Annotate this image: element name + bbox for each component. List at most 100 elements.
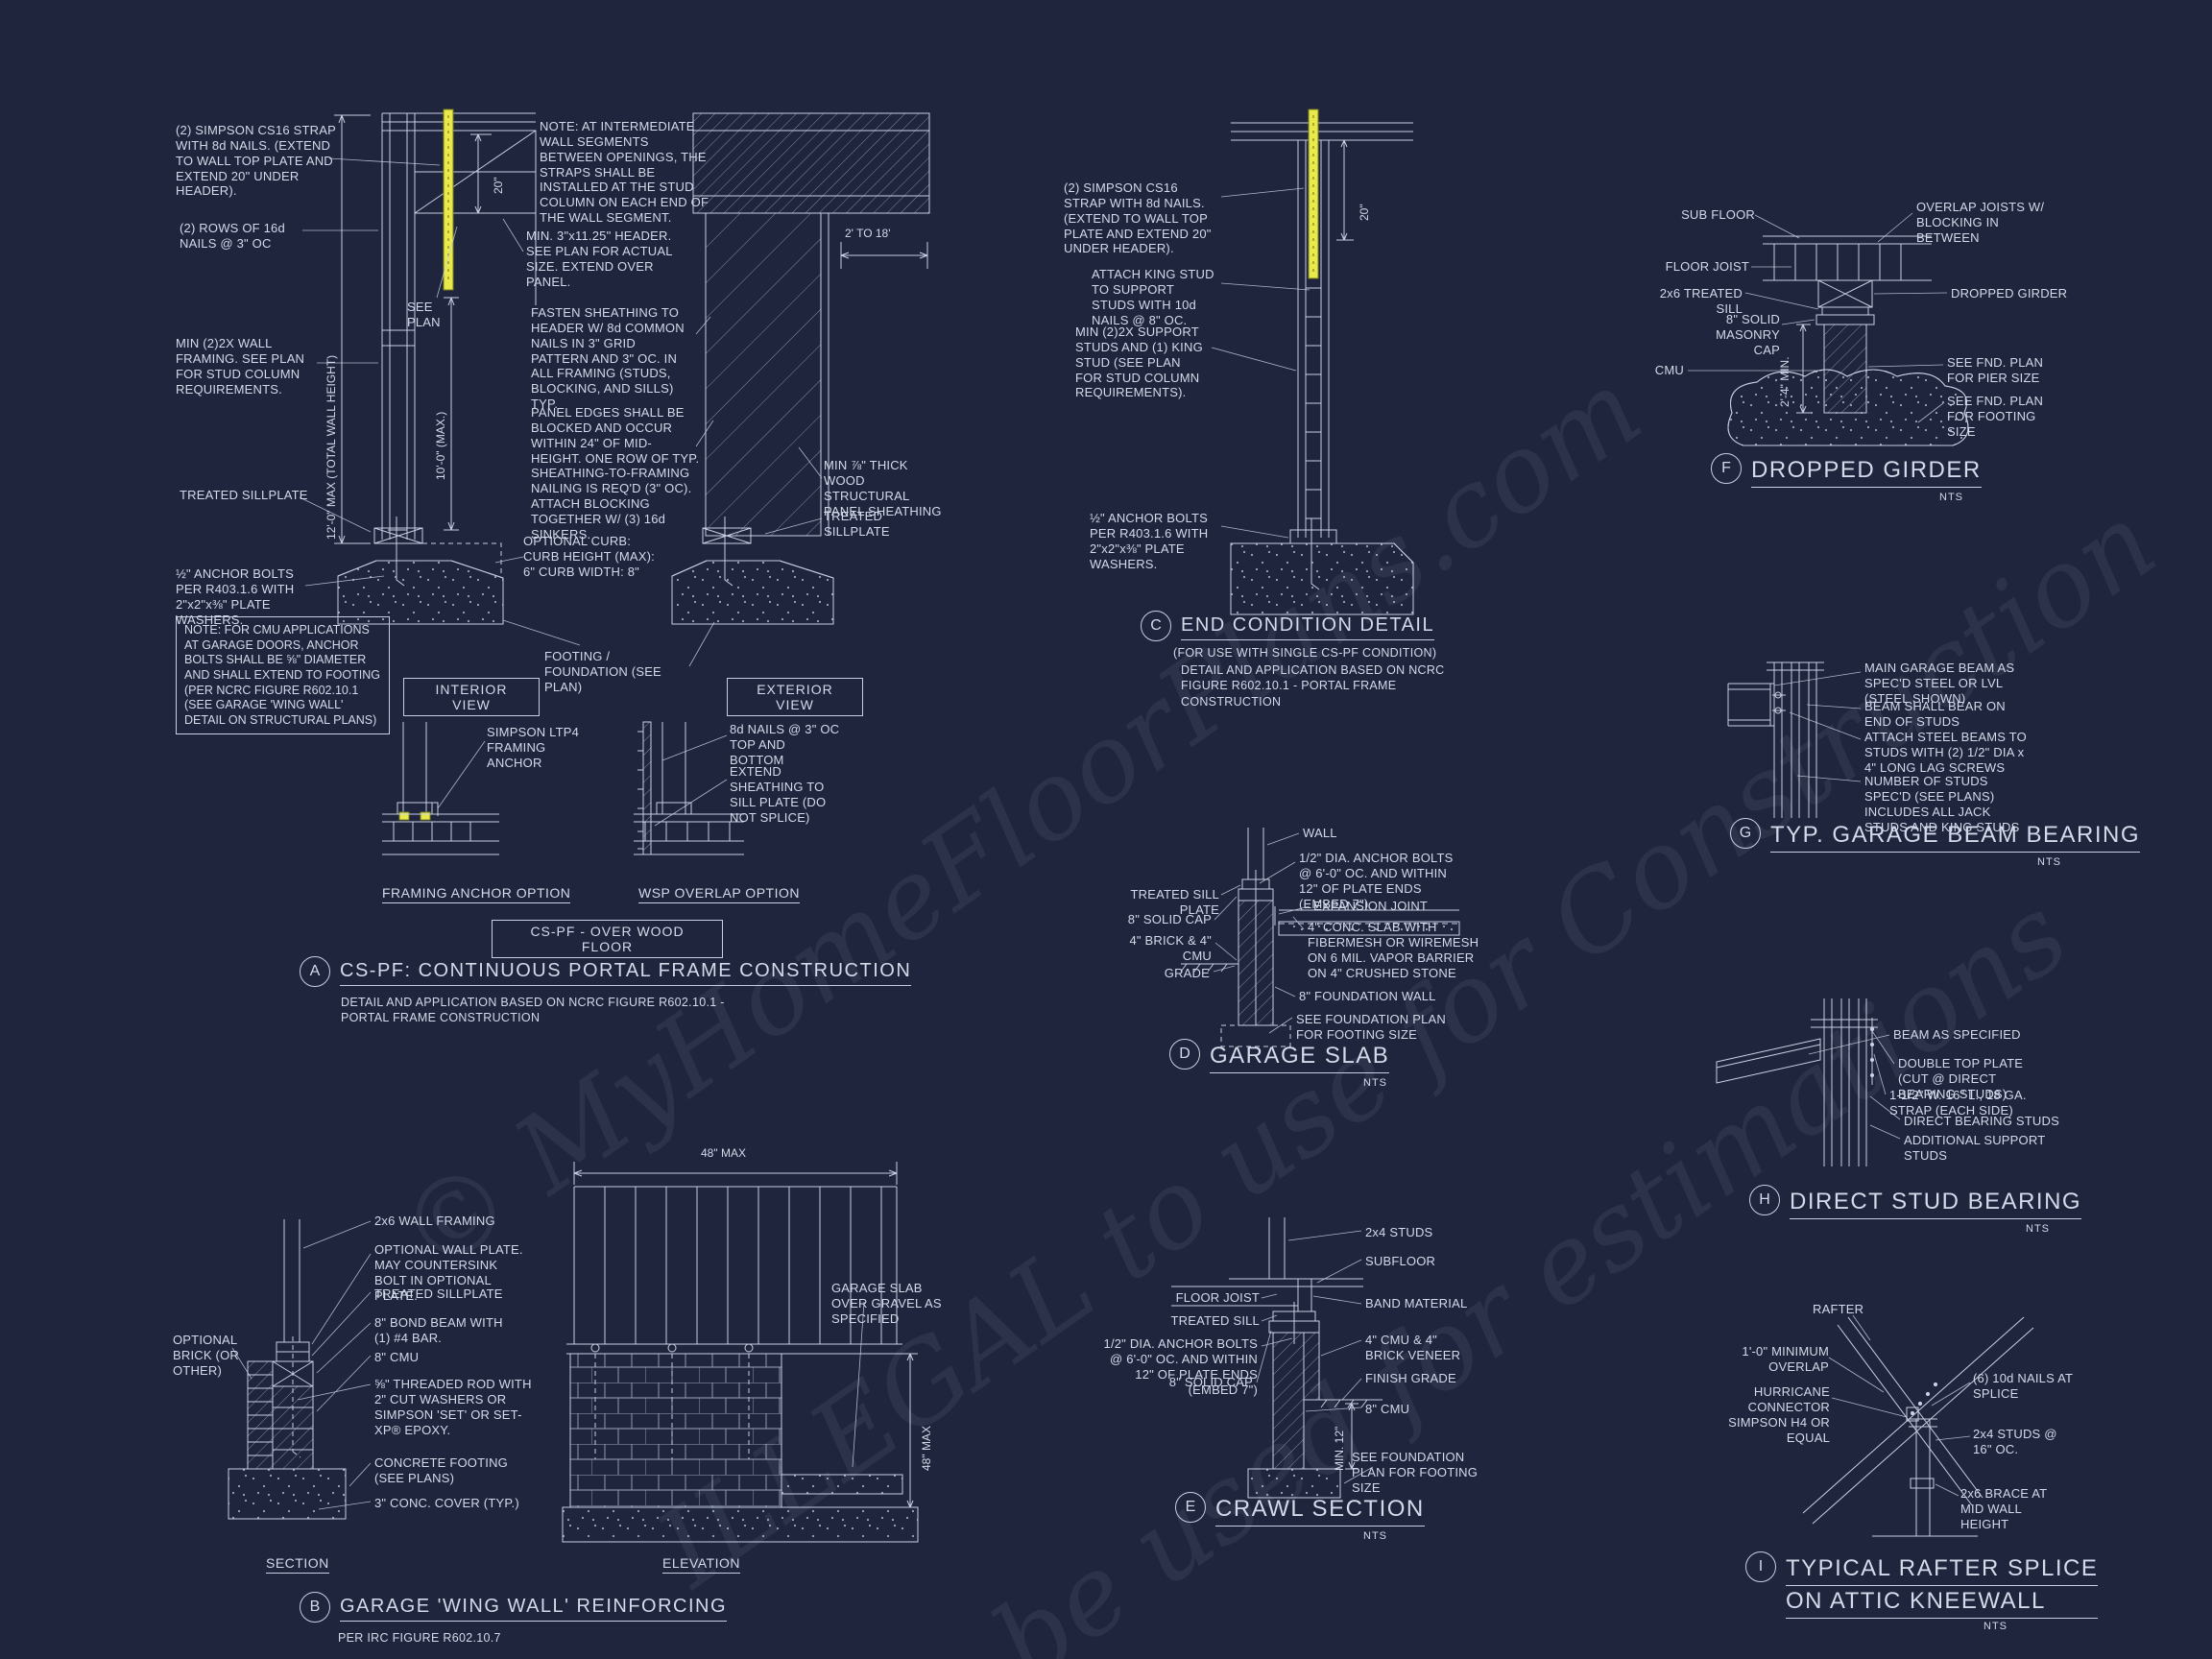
label-a-wsp-overlap-option: WSP OVERLAP OPTION: [638, 885, 800, 903]
label-f-overlap-joists: OVERLAP JOISTS W/ BLOCKING IN BETWEEN: [1916, 200, 2045, 245]
label-b-bond-beam: 8" BOND BEAM WITH (1) #4 BAR.: [374, 1315, 503, 1345]
label-h-strap: 1-1/2" W. 16" L., 18 GA. STRAP (EACH SID…: [1889, 1088, 2027, 1118]
label-c-king-stud: ATTACH KING STUD TO SUPPORT STUDS WITH 1…: [1092, 267, 1214, 327]
detail-i-title: I TYPICAL RAFTER SPLICE ON ATTIC KNEEWAL…: [1745, 1551, 2099, 1619]
detail-b-title: B GARAGE 'WING WALL' REINFORCING: [300, 1592, 728, 1623]
drawing-d-garage-slab: [1180, 828, 1460, 1047]
label-h-bearing-studs: DIRECT BEARING STUDS: [1904, 1114, 2059, 1128]
label-a-fasten-sheathing: FASTEN SHEATHING TO HEADER W/ 8d COMMON …: [531, 305, 685, 412]
label-d-expansion-joint: EXPANSION JOINT: [1313, 899, 1429, 913]
label-g-beam-bear: BEAM SHALL BEAR ON END OF STUDS: [1864, 699, 2006, 729]
detail-b-letter: B: [300, 1592, 330, 1623]
detail-g-scale: NTS: [2037, 856, 2061, 868]
detail-c-subtitle2: DETAIL AND APPLICATION BASED ON NCRC FIG…: [1181, 663, 1445, 709]
label-g-main-beam: MAIN GARAGE BEAM AS SPEC'D STEEL OR LVL …: [1864, 661, 2015, 706]
detail-a-title-text: CS-PF: CONTINUOUS PORTAL FRAME CONSTRUCT…: [340, 960, 912, 986]
dim-b-height-max: 48" MAX: [920, 1426, 933, 1471]
detail-d-title: D GARAGE SLAB: [1169, 1039, 1390, 1073]
dim-f-pier-height: 2'-4" MIN.: [1778, 356, 1791, 407]
detail-g-title-text: TYP. GARAGE BEAM BEARING: [1770, 822, 2140, 853]
label-a-see-plan: SEE PLAN: [407, 300, 441, 329]
label-i-brace: 2x6 BRACE AT MID WALL HEIGHT: [1960, 1486, 2048, 1531]
detail-g-title: G TYP. GARAGE BEAM BEARING: [1730, 818, 2140, 853]
label-a-extend-sheathing: EXTEND SHEATHING TO SILL PLATE (DO NOT S…: [730, 764, 827, 825]
label-d-footing-plan: SEE FOUNDATION PLAN FOR FOOTING SIZE: [1296, 1012, 1446, 1042]
drawing-e-crawl-section: [1171, 1217, 1382, 1499]
dim-c-strap-extend: 20": [1358, 204, 1371, 221]
label-d-solid-cap: 8" SOLID CAP: [1127, 912, 1212, 926]
label-b-wall-framing: 2x6 WALL FRAMING: [374, 1214, 495, 1228]
label-g-stud-count: NUMBER OF STUDS SPEC'D (SEE PLANS) INCLU…: [1864, 774, 2020, 834]
detail-c-title-text: END CONDITION DETAIL: [1181, 614, 1435, 640]
detail-c-subtitle1: (FOR USE WITH SINGLE CS-PF CONDITION): [1173, 646, 1437, 660]
label-e-treated-sill: TREATED SILL: [1170, 1313, 1260, 1328]
detail-h-title-text: DIRECT STUD BEARING: [1790, 1189, 2082, 1219]
label-e-footing-plan: SEE FOUNDATION PLAN FOR FOOTING SIZE: [1352, 1450, 1479, 1495]
label-f-cmu: CMU: [1654, 363, 1684, 377]
dim-a-opening-width: 2' TO 18': [845, 227, 891, 240]
detail-i-letter: I: [1745, 1551, 1776, 1582]
label-b-concrete-footing: CONCRETE FOOTING (SEE PLANS): [374, 1455, 508, 1485]
label-e-subfloor: SUBFLOOR: [1365, 1254, 1436, 1268]
label-f-treated-sill: 2x6 TREATED SILL: [1659, 286, 1743, 316]
detail-d-title-text: GARAGE SLAB: [1210, 1043, 1390, 1073]
dim-b-width-max: 48" MAX: [701, 1146, 746, 1160]
label-i-rafter: RAFTER: [1813, 1302, 1864, 1316]
label-a-interior-view: INTERIOR VIEW: [403, 678, 540, 716]
label-i-studs: 2x4 STUDS @ 16" OC.: [1973, 1427, 2057, 1456]
label-b-garage-slab: GARAGE SLAB OVER GRAVEL AS SPECIFIED: [831, 1281, 942, 1326]
label-f-pier-size: SEE FND. PLAN FOR PIER SIZE: [1947, 355, 2044, 385]
label-a-panel-edges: PANEL EDGES SHALL BE BLOCKED AND OCCUR W…: [531, 405, 700, 541]
note-a-cmu: NOTE: FOR CMU APPLICATIONS AT GARAGE DOO…: [176, 616, 390, 735]
label-b-cmu: 8" CMU: [374, 1350, 420, 1364]
detail-i-title-line1: TYPICAL RAFTER SPLICE: [1786, 1555, 2099, 1586]
drawing-c-end-condition: [1230, 108, 1414, 615]
label-h-double-top-plate: DOUBLE TOP PLATE (CUT @ DIRECT BEARING S…: [1898, 1056, 2024, 1101]
label-b-threaded-rod: ⅝" THREADED ROD WITH 2" CUT WASHERS OR S…: [374, 1377, 532, 1437]
detail-a-subtitle: DETAIL AND APPLICATION BASED ON NCRC FIG…: [341, 996, 725, 1025]
leader-lines-d: [1213, 832, 1310, 1034]
drawing-a-wsp-overlap-option: [634, 721, 744, 855]
detail-i-title-line2: ON ATTIC KNEEWALL: [1786, 1588, 2099, 1619]
detail-e-title-text: CRAWL SECTION: [1215, 1496, 1425, 1527]
label-d-wall: WALL: [1303, 826, 1337, 840]
detail-b-title-text: GARAGE 'WING WALL' REINFORCING: [340, 1596, 728, 1622]
label-f-footing-size: SEE FND. PLAN FOR FOOTING SIZE: [1947, 394, 2044, 439]
drawing-i-rafter-splice: [1802, 1316, 2034, 1537]
detail-f-letter: F: [1711, 453, 1742, 484]
drawing-a-interior-view: [334, 108, 537, 625]
label-a-optional-curb: OPTIONAL CURB: CURB HEIGHT (MAX): 6" CUR…: [523, 534, 655, 579]
label-a-anchor-bolts: ½" ANCHOR BOLTS PER R403.1.6 WITH 2"x2"x…: [176, 566, 295, 627]
label-c-support-studs: MIN (2)2X SUPPORT STUDS AND (1) KING STU…: [1075, 325, 1203, 400]
leader-lines-c: [1211, 187, 1310, 539]
label-a-nail-rows: (2) ROWS OF 16d NAILS @ 3" OC: [180, 221, 285, 251]
leader-lines-e: [1256, 1230, 1374, 1484]
leader-lines-b: [231, 1220, 865, 1510]
label-a-header: MIN. 3"x11.25" HEADER. SEE PLAN FOR ACTU…: [526, 228, 673, 289]
label-e-cmu-brick: 4" CMU & 4" BRICK VENEER: [1365, 1333, 1461, 1362]
label-e-floor-joist: FLOOR JOIST: [1175, 1290, 1260, 1305]
detail-e-letter: E: [1175, 1492, 1206, 1523]
drawing-h-direct-stud-bearing: [1716, 998, 1878, 1166]
drawing-g-garage-beam-bearing: [1727, 661, 1824, 818]
label-f-masonry-cap: 8" SOLID MASONRY CAP: [1716, 312, 1780, 357]
label-e-cmu: 8" CMU: [1365, 1402, 1410, 1416]
leader-lines-h: [1808, 1030, 1901, 1140]
label-f-sub-floor: SUB FLOOR: [1681, 207, 1755, 222]
label-d-anchor-bolts: 1/2" DIA. ANCHOR BOLTS @ 6'-0" OC. AND W…: [1299, 851, 1454, 911]
label-i-overlap: 1'-0" MINIMUM OVERLAP: [1742, 1344, 1829, 1374]
label-a-treated-sillplate-ext: TREATED SILLPLATE: [824, 509, 890, 539]
label-b-optional-plate: OPTIONAL WALL PLATE. MAY COUNTERSINK BOL…: [374, 1242, 523, 1303]
label-d-foundation-wall: 8" FOUNDATION WALL: [1299, 989, 1436, 1003]
label-f-dropped-girder: DROPPED GIRDER: [1951, 286, 2068, 301]
label-a-framing-anchor-option: FRAMING ANCHOR OPTION: [382, 885, 571, 903]
label-h-support-studs: ADDITIONAL SUPPORT STUDS: [1904, 1133, 2046, 1163]
dim-a-total-wall-height: 12'-0" MAX (TOTAL WALL HEIGHT): [325, 354, 338, 540]
detail-f-title: F DROPPED GIRDER: [1711, 453, 1982, 488]
label-a-over-wood-floor: CS-PF - OVER WOOD FLOOR: [492, 920, 723, 958]
label-a-footing-foundation: FOOTING / FOUNDATION (SEE PLAN): [544, 649, 661, 694]
label-a-exterior-view: EXTERIOR VIEW: [727, 678, 863, 716]
label-i-nails: (6) 10d NAILS AT SPLICE: [1973, 1371, 2073, 1401]
